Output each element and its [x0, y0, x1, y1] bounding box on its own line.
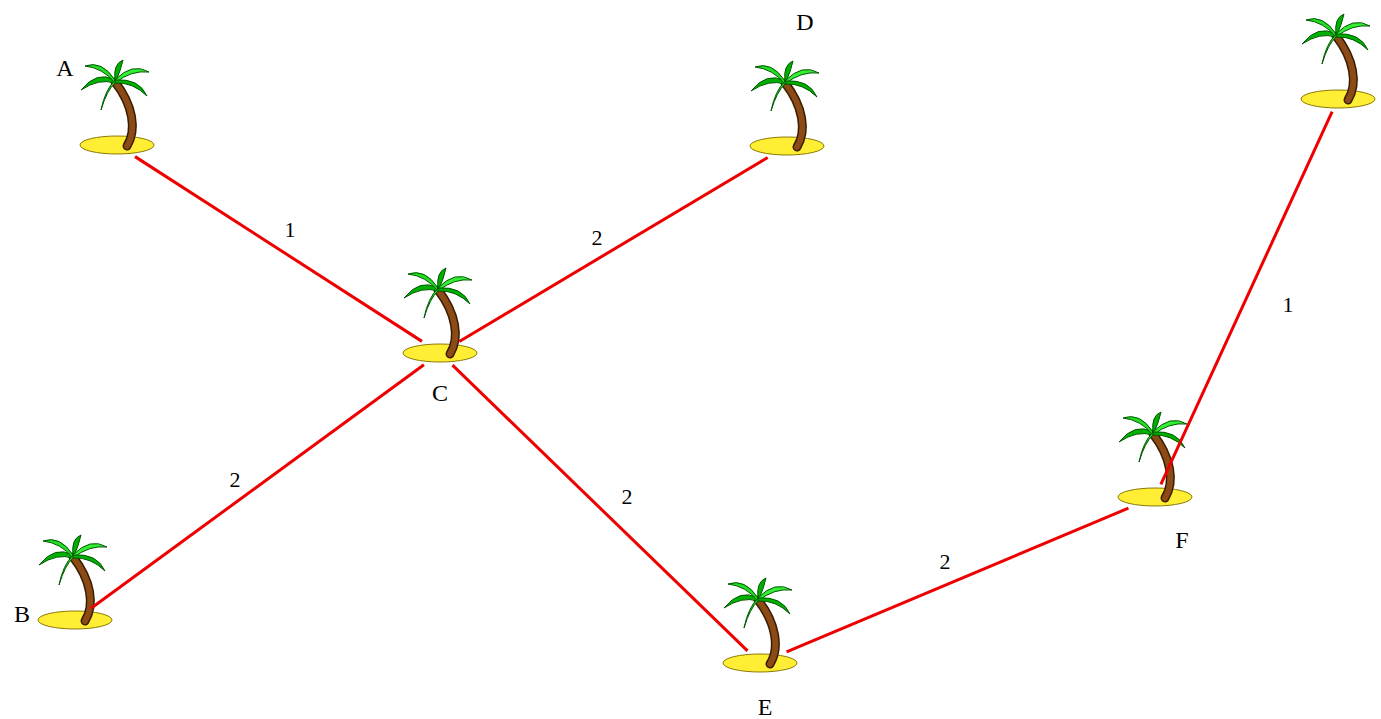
- island-node: D: [749, 136, 825, 156]
- island-letter: D: [796, 10, 813, 34]
- bridge-weight: 1: [283, 219, 298, 241]
- island-letter: F: [1175, 528, 1188, 552]
- island-node: C: [402, 343, 478, 363]
- bridge-weight: 2: [938, 551, 953, 573]
- bridge-line: [787, 508, 1129, 652]
- bridge-weight: 2: [620, 486, 635, 508]
- island-letter: C: [432, 381, 448, 405]
- island-node: A: [79, 135, 155, 155]
- bridge-weight: 2: [228, 469, 243, 491]
- palm-island: [80, 60, 154, 154]
- island-node: [1300, 89, 1376, 109]
- bridge-line: [452, 365, 747, 651]
- island-letter: E: [758, 695, 773, 719]
- island-node: F: [1117, 487, 1193, 507]
- bridge-line: [459, 158, 767, 342]
- bridge-line: [1161, 112, 1332, 485]
- palm-island: [403, 268, 477, 362]
- bridge-weight: 1: [1281, 294, 1296, 316]
- palm-island: [750, 61, 824, 155]
- bridge-weight: 2: [590, 227, 605, 249]
- palm-island: [1301, 14, 1375, 108]
- island-node: B: [37, 610, 113, 630]
- palm-island: [723, 578, 797, 672]
- palm-island: [38, 535, 112, 629]
- bridge-line: [135, 157, 422, 342]
- bridge-line: [91, 365, 424, 608]
- island-node: E: [722, 653, 798, 673]
- island-letter: A: [56, 56, 73, 80]
- island-letter: B: [14, 602, 30, 626]
- palm-island: [1118, 412, 1192, 506]
